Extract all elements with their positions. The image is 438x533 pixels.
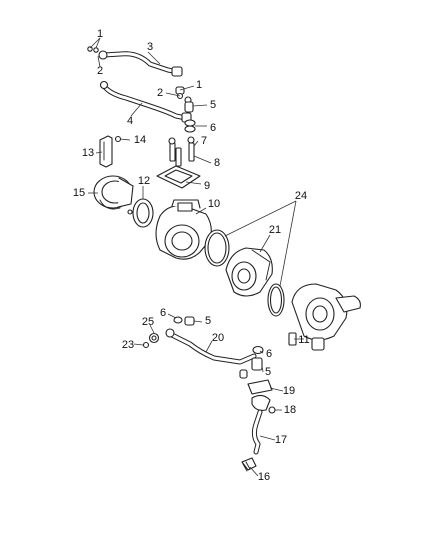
callout-25: 25 [142, 316, 154, 328]
callout-7: 7 [201, 135, 207, 147]
callout-23: 23 [122, 339, 134, 351]
callout-10: 10 [208, 198, 220, 210]
callout-21: 21 [269, 224, 281, 236]
callout-16: 16 [258, 471, 270, 483]
callout-15: 15 [73, 187, 85, 199]
callout-1-top: 1 [97, 28, 103, 40]
oil-return-line-part-20 [142, 316, 257, 379]
leader-lines [88, 37, 304, 477]
callout-4: 4 [127, 115, 133, 127]
callout-5-right: 5 [265, 366, 271, 378]
callout-13: 13 [82, 147, 94, 159]
callout-17: 17 [275, 434, 287, 446]
banjo-fittings-upper [175, 86, 196, 133]
turbine-housing-part-10 [155, 199, 212, 260]
v-band-clamp-part-12 [127, 198, 154, 228]
callout-5-top: 5 [210, 99, 216, 111]
callout-2-mid: 2 [157, 87, 163, 99]
callout-8: 8 [214, 157, 220, 169]
callout-19: 19 [283, 385, 295, 397]
callout-18: 18 [284, 404, 296, 416]
heat-shield-part-15 [93, 175, 134, 210]
compressor-housing [288, 283, 361, 351]
callout-24: 24 [295, 190, 307, 202]
callout-14: 14 [134, 134, 146, 146]
callout-3: 3 [147, 41, 153, 53]
callout-2-top: 2 [97, 65, 103, 77]
callout-labels: 1 2 3 1 2 5 4 6 14 13 7 8 9 15 12 10 24 … [73, 28, 310, 483]
oil-feed-line-upper [87, 46, 183, 77]
bracket-part-13 [99, 135, 122, 168]
callout-6-left: 6 [160, 307, 166, 319]
callout-6-top: 6 [210, 122, 216, 134]
callout-20: 20 [212, 332, 224, 344]
callout-11: 11 [298, 334, 309, 346]
drain-tube-part-17 [241, 394, 276, 472]
callout-6-right: 6 [266, 348, 272, 360]
callout-1-mid: 1 [196, 79, 202, 91]
drain-fittings [247, 345, 273, 395]
callout-12: 12 [138, 175, 150, 187]
center-housing-part-21 [225, 247, 273, 297]
seal-ring-part-24 [204, 229, 285, 317]
studs-nuts-gasket [156, 136, 201, 189]
callout-9: 9 [204, 180, 210, 192]
callout-5-left: 5 [205, 315, 211, 327]
